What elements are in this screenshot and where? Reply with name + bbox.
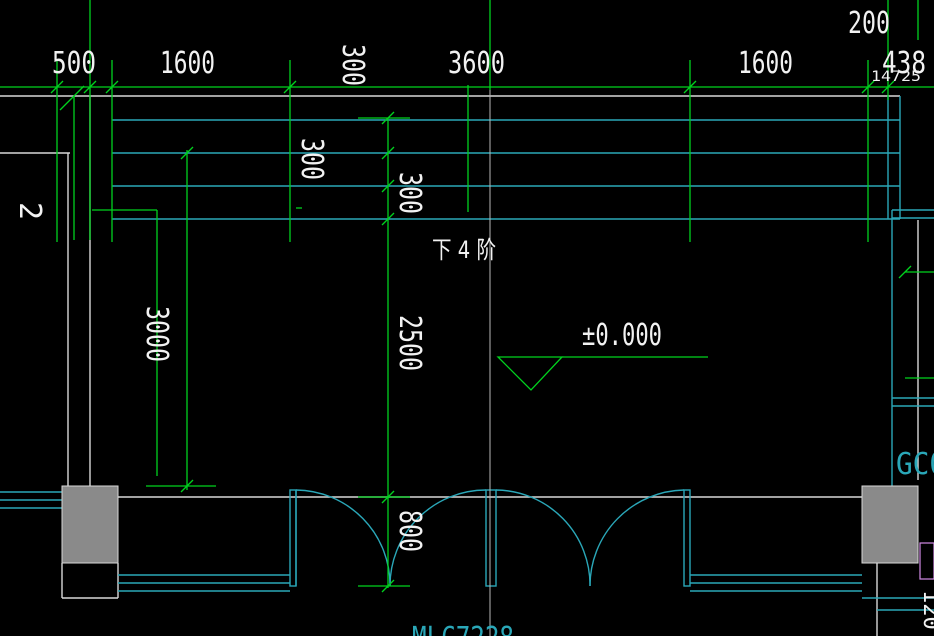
dim-300-inner-a: 300 bbox=[294, 138, 329, 180]
dim-2500: 2500 bbox=[392, 315, 427, 371]
elevation-label: ±0.000 bbox=[582, 318, 662, 353]
dim-1600-left: 1600 bbox=[160, 46, 215, 81]
annotation-labels: 下 4 阶 ±0.000 MLC7228 GC0 2 120 bbox=[12, 202, 934, 636]
dim-14725: 14725 bbox=[871, 69, 921, 85]
dimension-labels: 500 1600 300 3600 1600 438 200 14725 300… bbox=[52, 6, 926, 552]
dim-300-top: 300 bbox=[335, 44, 370, 86]
dim-500: 500 bbox=[52, 46, 96, 81]
dim-300-inner-b: 300 bbox=[392, 172, 427, 214]
dim-200: 200 bbox=[848, 6, 890, 41]
dim-800: 800 bbox=[392, 510, 427, 552]
window-code-label: GC0 bbox=[896, 447, 934, 482]
dimension-lines bbox=[0, 0, 934, 593]
door-code-label: MLC7228 bbox=[412, 621, 514, 636]
dim-3600: 3600 bbox=[448, 46, 505, 81]
dim-1600-right: 1600 bbox=[738, 46, 793, 81]
left-edge-mark: 2 bbox=[12, 202, 47, 220]
structural-columns bbox=[61, 485, 934, 580]
dim-438: 438 bbox=[882, 46, 926, 81]
stairs-down-label: 下 4 阶 bbox=[432, 236, 496, 264]
stair-tread-lines bbox=[0, 96, 934, 611]
wall-lines bbox=[0, 95, 919, 636]
right-edge-partial-label: 120 bbox=[918, 590, 934, 630]
dim-3000: 3000 bbox=[139, 306, 174, 362]
